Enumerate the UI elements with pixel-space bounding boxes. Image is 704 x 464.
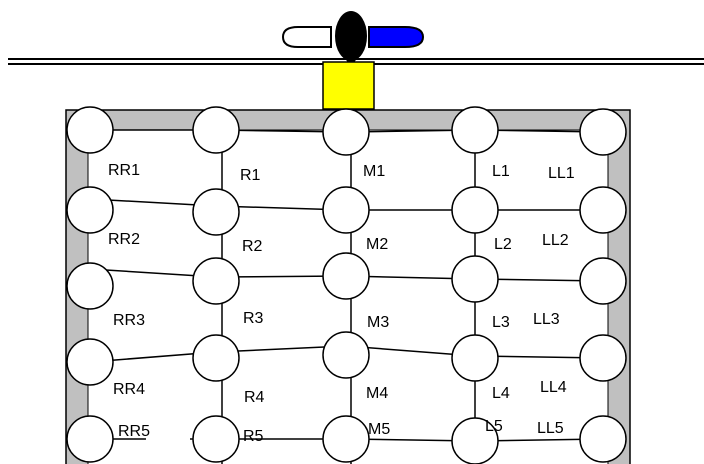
grid-node [322, 108, 370, 156]
grid-node [579, 415, 627, 463]
cell-label: L4 [492, 385, 510, 402]
cell-label: M3 [367, 314, 389, 331]
cell-label: L3 [492, 314, 510, 331]
grid-node [322, 252, 370, 300]
grid-node [192, 257, 240, 305]
right-light-shape [368, 26, 425, 48]
grid-node [579, 334, 627, 382]
yellow-mount [322, 61, 375, 110]
cell-label: RR2 [108, 231, 140, 248]
grid-node [192, 334, 240, 382]
grid-node [66, 415, 114, 463]
cell-label: LL3 [533, 311, 560, 328]
left-light-shape [281, 26, 332, 48]
grid-node [579, 257, 627, 305]
grid-node [451, 186, 499, 234]
grid-node [66, 262, 114, 310]
cell-label: L2 [494, 236, 512, 253]
cell-label: RR3 [113, 312, 145, 329]
cell-label: R3 [243, 310, 264, 327]
cell-label: R5 [243, 428, 264, 445]
grid-node [322, 415, 370, 463]
cell-label: R4 [244, 389, 265, 406]
cell-label: RR1 [108, 162, 140, 179]
cell-label: LL5 [537, 420, 564, 437]
grid-node [451, 106, 499, 154]
grid-node [579, 186, 627, 234]
cell-label: L5 [485, 418, 503, 435]
cell-label: LL2 [542, 232, 569, 249]
grid-node [192, 106, 240, 154]
cell-label: M2 [366, 236, 388, 253]
label-backdrop [146, 438, 190, 442]
grid-nodes [66, 106, 627, 464]
center-light-ellipse [335, 11, 367, 61]
grid-node [192, 188, 240, 236]
grid-node [322, 186, 370, 234]
grid-node [451, 255, 499, 303]
grid-node [451, 417, 499, 464]
cell-label: LL4 [540, 379, 567, 396]
grid-node [579, 108, 627, 156]
cell-label: RR5 [118, 423, 150, 440]
grid-node [66, 338, 114, 386]
grid-node [451, 334, 499, 382]
cell-label: R2 [242, 238, 263, 255]
cell-label: L1 [492, 163, 510, 180]
cell-label: M1 [363, 163, 385, 180]
cell-label: M5 [368, 421, 390, 438]
grid-node [66, 186, 114, 234]
cell-label: M4 [366, 385, 388, 402]
grid-node [322, 331, 370, 379]
cell-label: LL1 [548, 165, 575, 182]
cell-label: R1 [240, 167, 261, 184]
grid-node [192, 415, 240, 463]
grid-node [66, 106, 114, 154]
cell-label: RR4 [113, 381, 145, 398]
